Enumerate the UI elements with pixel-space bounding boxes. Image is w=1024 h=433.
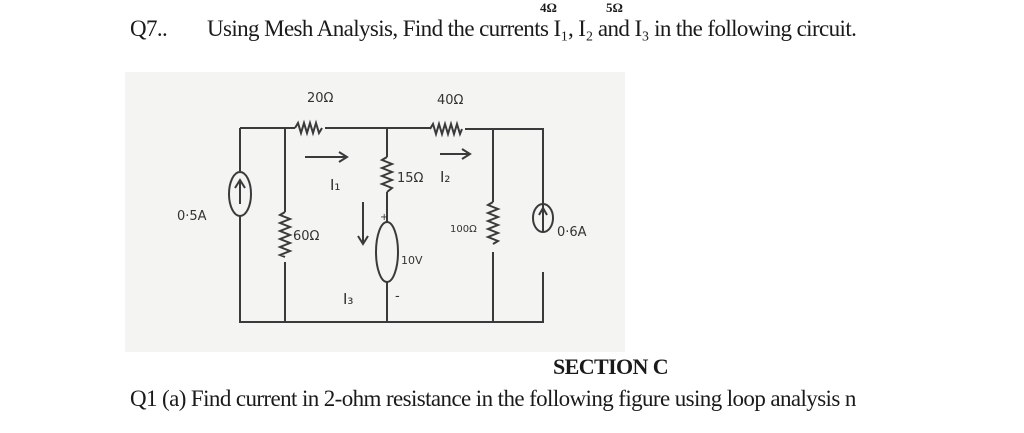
section-title: SECTION C (553, 354, 669, 379)
label-0-5a: 0·5A (177, 209, 207, 224)
label-20-ohm: 20Ω (307, 91, 334, 106)
label-i3: I₃ (343, 290, 353, 308)
resistor-15-ohm (379, 156, 395, 193)
label-i2: I₂ (440, 168, 450, 186)
resistor-40-ohm (429, 120, 463, 138)
resistor-60-ohm (277, 211, 293, 258)
label-40-ohm: 40Ω (437, 93, 464, 108)
question-1-text: Q1 (a) Find current in 2-ohm resistance … (130, 386, 856, 411)
label-10v: 10V (401, 254, 423, 267)
voltage-source-10v (375, 221, 399, 283)
i3-arrow (357, 202, 369, 246)
i2-arrow (440, 148, 472, 160)
label-60-ohm: 60Ω (293, 229, 320, 244)
label-0-6a: 0·6A (557, 225, 587, 240)
current-source-left (228, 171, 252, 217)
header-fragment-5ohm: 5Ω (606, 0, 623, 15)
label-minus: - (395, 289, 400, 304)
question-7-number: Q7.. (130, 16, 168, 41)
header-fragment-4ohm: 4Ω (540, 0, 557, 15)
label-i1: I₁ (330, 176, 340, 194)
resistor-100-ohm (485, 201, 501, 245)
label-15-ohm: 15Ω (397, 171, 424, 186)
label-plus: + (380, 212, 388, 223)
resistor-20-ohm (294, 119, 323, 137)
current-source-right (532, 203, 554, 233)
circuit-diagram: 20Ω 40Ω 15Ω 60Ω 100Ω 0·5A 0·6A 10V + - I… (125, 72, 625, 352)
label-100-ohm: 100Ω (450, 224, 477, 235)
question-7-text: Using Mesh Analysis, Find the currents I… (207, 16, 857, 41)
i1-arrow (305, 151, 349, 163)
